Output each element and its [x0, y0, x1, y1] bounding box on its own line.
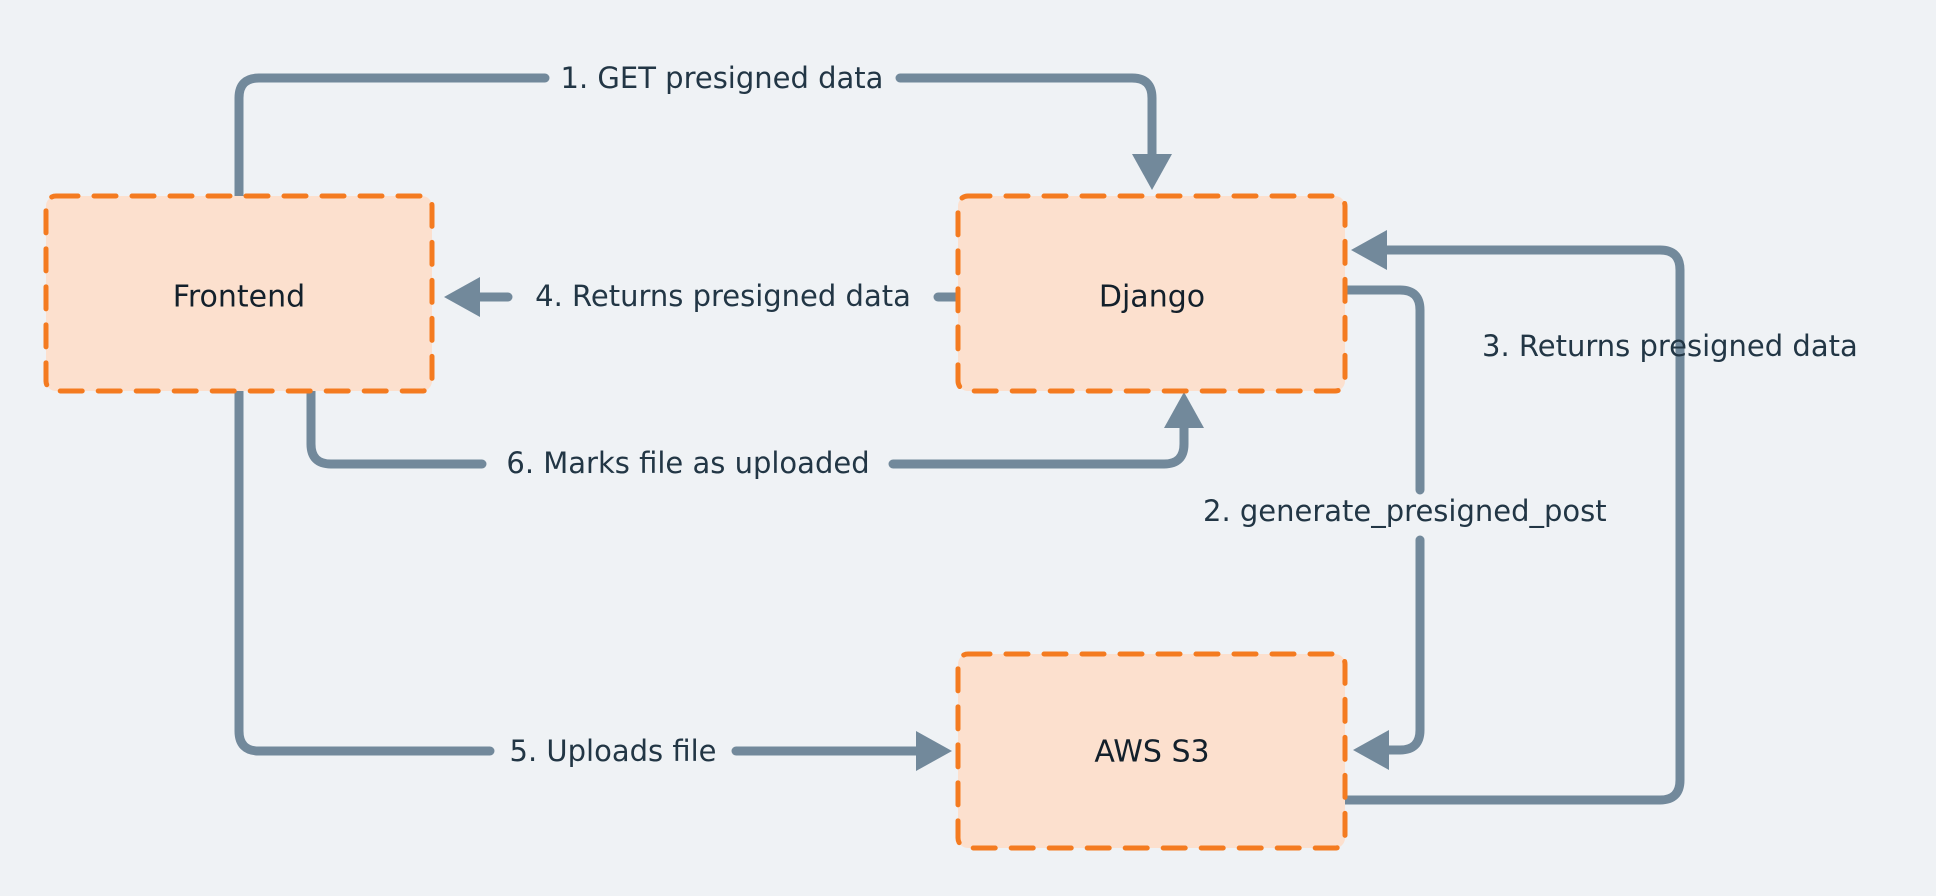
edge-3-path [1340, 245, 1685, 805]
edge-2-path-upper [1340, 285, 1425, 495]
edge-1-arrowhead [1132, 154, 1172, 190]
edge-2-label: 2. generate_presigned_post [1203, 494, 1607, 528]
node-aws-s3-label: AWS S3 [1094, 735, 1209, 770]
edge-3-arrowhead [1351, 230, 1387, 270]
node-frontend-label: Frontend [173, 280, 305, 315]
edge-3-returns-presigned-data [1340, 230, 1685, 805]
edge-1-get-presigned-data [234, 73, 1172, 201]
edge-1-path-left [234, 73, 550, 201]
node-frontend-box[interactable] [43, 193, 435, 394]
edge-5-uploads-file [234, 386, 952, 771]
edge-4-returns-presigned-data [444, 277, 963, 317]
edge-6-path-right [888, 415, 1189, 469]
edge-3-label: 3. Returns presigned data [1482, 329, 1858, 363]
edge-6-path-left [306, 386, 487, 469]
node-frontend[interactable]: Frontend [43, 193, 435, 394]
edge-5-arrowhead [916, 731, 952, 771]
node-django[interactable]: Django [955, 193, 1348, 394]
edge-4-arrowhead [444, 277, 480, 317]
edge-6-arrowhead [1164, 392, 1204, 428]
edge-1-label: 1. GET presigned data [561, 61, 884, 95]
edge-6-label: 6. Marks file as uploaded [506, 446, 869, 480]
node-django-box[interactable] [955, 193, 1348, 394]
edge-5-path-left [234, 386, 495, 756]
edge-2-arrowhead [1353, 730, 1389, 770]
node-aws-s3[interactable]: AWS S3 [955, 651, 1348, 851]
edge-5-label: 5. Uploads file [510, 734, 717, 768]
edge-6-marks-file-as-uploaded [306, 386, 1204, 469]
node-django-label: Django [1099, 280, 1205, 315]
edge-2-generate-presigned-post [1340, 285, 1425, 770]
edge-1-path-right [895, 73, 1157, 167]
node-aws-s3-box[interactable] [955, 651, 1348, 851]
edge-2-path-lower [1376, 535, 1425, 755]
edge-4-label: 4. Returns presigned data [535, 279, 911, 313]
